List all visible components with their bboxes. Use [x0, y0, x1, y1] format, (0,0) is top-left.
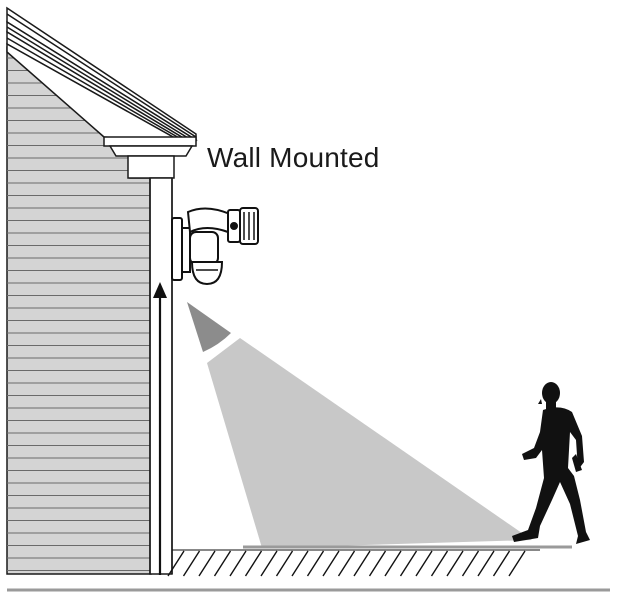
ground-hatch-line	[291, 550, 309, 577]
walking-person	[512, 382, 590, 544]
ground-hatch-line	[322, 550, 340, 577]
motion-sensor-light	[171, 207, 259, 286]
ground-hatch-line	[384, 550, 402, 577]
ground-hatch-line	[461, 550, 480, 577]
roof-trim	[6, 6, 198, 575]
house-siding	[6, 46, 152, 575]
mounting-height-arrow	[153, 282, 167, 575]
ground-hatch-line	[275, 550, 294, 577]
ground-hatch-line	[167, 550, 185, 577]
ground-hatch-line	[260, 550, 278, 577]
diagram-caption: Wall Mounted	[207, 142, 380, 173]
ground-hatch-line	[229, 550, 247, 577]
ground-hatch-line	[492, 550, 511, 577]
ground-hatch-line	[430, 550, 449, 577]
ground-hatch-line	[337, 550, 356, 577]
ground-hatching	[7, 545, 610, 592]
ground-hatch-line	[415, 550, 433, 577]
ground-hatch-line	[508, 550, 526, 577]
ground-hatch-line	[353, 550, 371, 577]
ground-hatch-line	[368, 550, 387, 577]
ground-hatch-line	[399, 550, 418, 577]
light-beam	[207, 338, 532, 548]
ground-hatch-line	[446, 550, 464, 577]
ground-hatch-line	[182, 550, 201, 577]
ground-hatch-line	[198, 550, 216, 577]
ground-hatch-line	[477, 550, 495, 577]
motion-detection-cone	[187, 302, 231, 352]
ground-hatch-line	[244, 550, 263, 577]
ground-hatch-line	[213, 550, 232, 577]
ground-hatch-line	[306, 550, 325, 577]
